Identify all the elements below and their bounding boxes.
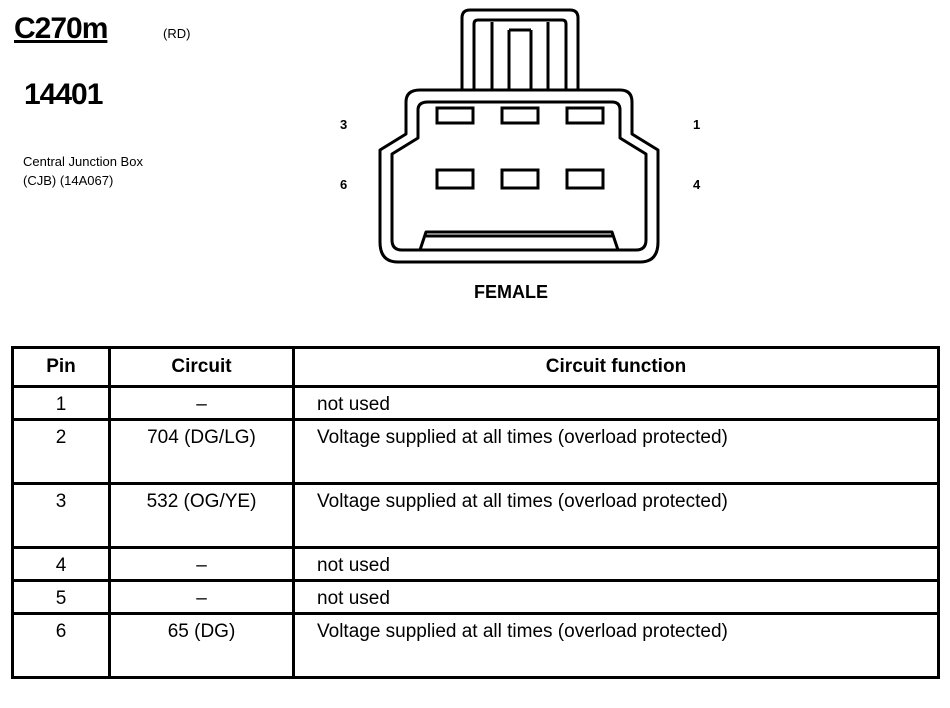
connector-latch bbox=[460, 8, 580, 90]
pin-cavity-1 bbox=[565, 106, 605, 125]
function-cell: not used bbox=[292, 385, 940, 421]
part-number: 14401 bbox=[24, 78, 103, 111]
pin-cell: 1 bbox=[11, 385, 111, 421]
function-cell: not used bbox=[292, 546, 940, 582]
circuit-cell: 65 (DG) bbox=[108, 612, 295, 679]
circuit-cell: – bbox=[108, 546, 295, 582]
pin-cavity-4 bbox=[565, 168, 605, 190]
header-circuit-function: Circuit function bbox=[292, 346, 940, 388]
table-row: 6 65 (DG) Voltage supplied at all times … bbox=[11, 612, 940, 679]
pin-cavity-6 bbox=[435, 168, 475, 190]
description-line-1: Central Junction Box bbox=[23, 154, 143, 169]
connector-id: C270m bbox=[14, 12, 108, 45]
table-row: 5 – not used bbox=[11, 579, 940, 615]
pin-circuit-table: Pin Circuit Circuit function 1 – not use… bbox=[11, 346, 940, 679]
pin-cell: 4 bbox=[11, 546, 111, 582]
function-cell: Voltage supplied at all times (overload … bbox=[292, 612, 940, 679]
header-pin: Pin bbox=[11, 346, 111, 388]
table-row: 4 – not used bbox=[11, 546, 940, 582]
pin-cell: 3 bbox=[11, 482, 111, 549]
pin-cell: 6 bbox=[11, 612, 111, 679]
circuit-cell: 704 (DG/LG) bbox=[108, 418, 295, 485]
description-line-2: (CJB) (14A067) bbox=[23, 173, 114, 188]
pin-cavity-5 bbox=[500, 168, 540, 190]
table-header-row: Pin Circuit Circuit function bbox=[11, 346, 940, 388]
pin-cell: 2 bbox=[11, 418, 111, 485]
header-circuit: Circuit bbox=[108, 346, 295, 388]
table-row: 3 532 (OG/YE) Voltage supplied at all ti… bbox=[11, 482, 940, 549]
connector-face-diagram bbox=[378, 8, 660, 264]
table-row: 1 – not used bbox=[11, 385, 940, 421]
circuit-cell: – bbox=[108, 385, 295, 421]
connector-housing-inner bbox=[390, 100, 648, 252]
circuit-cell: – bbox=[108, 579, 295, 615]
pin-label-bottom-left: 6 bbox=[340, 177, 348, 192]
circuit-cell: 532 (OG/YE) bbox=[108, 482, 295, 549]
function-cell: not used bbox=[292, 579, 940, 615]
function-cell: Voltage supplied at all times (overload … bbox=[292, 482, 940, 549]
pin-label-top-right: 1 bbox=[693, 117, 701, 132]
connector-gender-label: FEMALE bbox=[474, 282, 548, 302]
pin-label-bottom-right: 4 bbox=[693, 177, 701, 192]
pin-cavity-2 bbox=[500, 106, 540, 125]
connector-housing-outer bbox=[378, 88, 660, 264]
connector-description: Central Junction Box (CJB) (14A067) bbox=[23, 152, 143, 190]
pin-cell: 5 bbox=[11, 579, 111, 615]
connector-key-rail bbox=[418, 230, 620, 251]
pin-label-top-left: 3 bbox=[340, 117, 348, 132]
table-row: 2 704 (DG/LG) Voltage supplied at all ti… bbox=[11, 418, 940, 485]
pin-cavity-3 bbox=[435, 106, 475, 125]
function-cell: Voltage supplied at all times (overload … bbox=[292, 418, 940, 485]
connector-color-code: (RD) bbox=[163, 26, 191, 41]
